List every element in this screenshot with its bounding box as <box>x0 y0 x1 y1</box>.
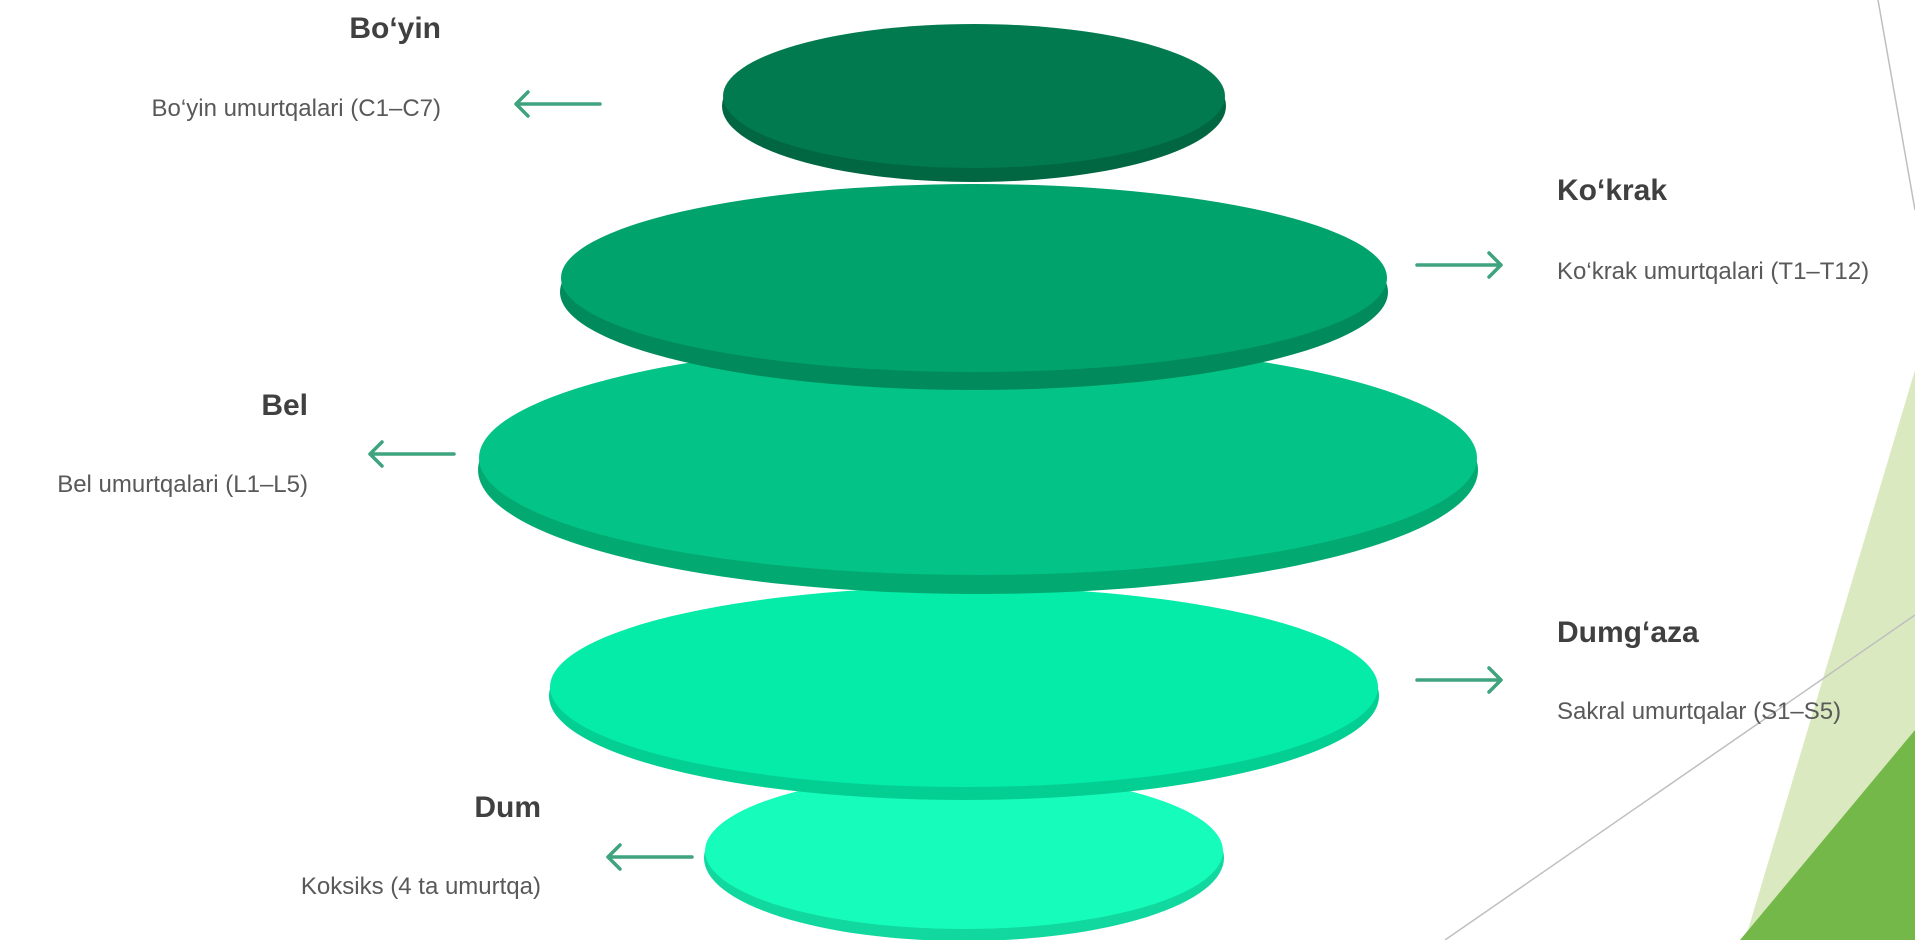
arrow-left-icon <box>600 841 696 873</box>
tier-5-desc: Koksiks (4 ta umurtqa) <box>301 872 541 902</box>
tier-2-desc: Ko‘krak umurtqalari (T1–T12) <box>1557 257 1869 287</box>
arrow-right-icon <box>1413 664 1509 696</box>
tier-disc-1 <box>722 24 1226 182</box>
tier-disc-1-top <box>723 24 1225 168</box>
arrow-left-icon <box>508 88 604 120</box>
tier-disc-4-top <box>550 587 1378 787</box>
tier-disc-2 <box>560 184 1388 390</box>
tier-4-title: Dumg‘aza <box>1557 615 1699 651</box>
tier-disc-2-top <box>561 184 1387 372</box>
tier-3-desc: Bel umurtqalari (L1–L5) <box>57 470 308 500</box>
tier-1-title: Bo‘yin <box>349 11 441 47</box>
tier-2-title: Ko‘krak <box>1557 173 1667 209</box>
arrow-left-icon <box>362 438 458 470</box>
tier-1-desc: Bo‘yin umurtqalari (C1–C7) <box>152 94 441 124</box>
tier-4-desc: Sakral umurtqalar (S1–S5) <box>1557 697 1841 727</box>
arrow-right-icon <box>1413 249 1509 281</box>
tier-disc-4 <box>549 587 1379 800</box>
tier-5-title: Dum <box>474 790 541 826</box>
tier-3-title: Bel <box>261 388 308 424</box>
